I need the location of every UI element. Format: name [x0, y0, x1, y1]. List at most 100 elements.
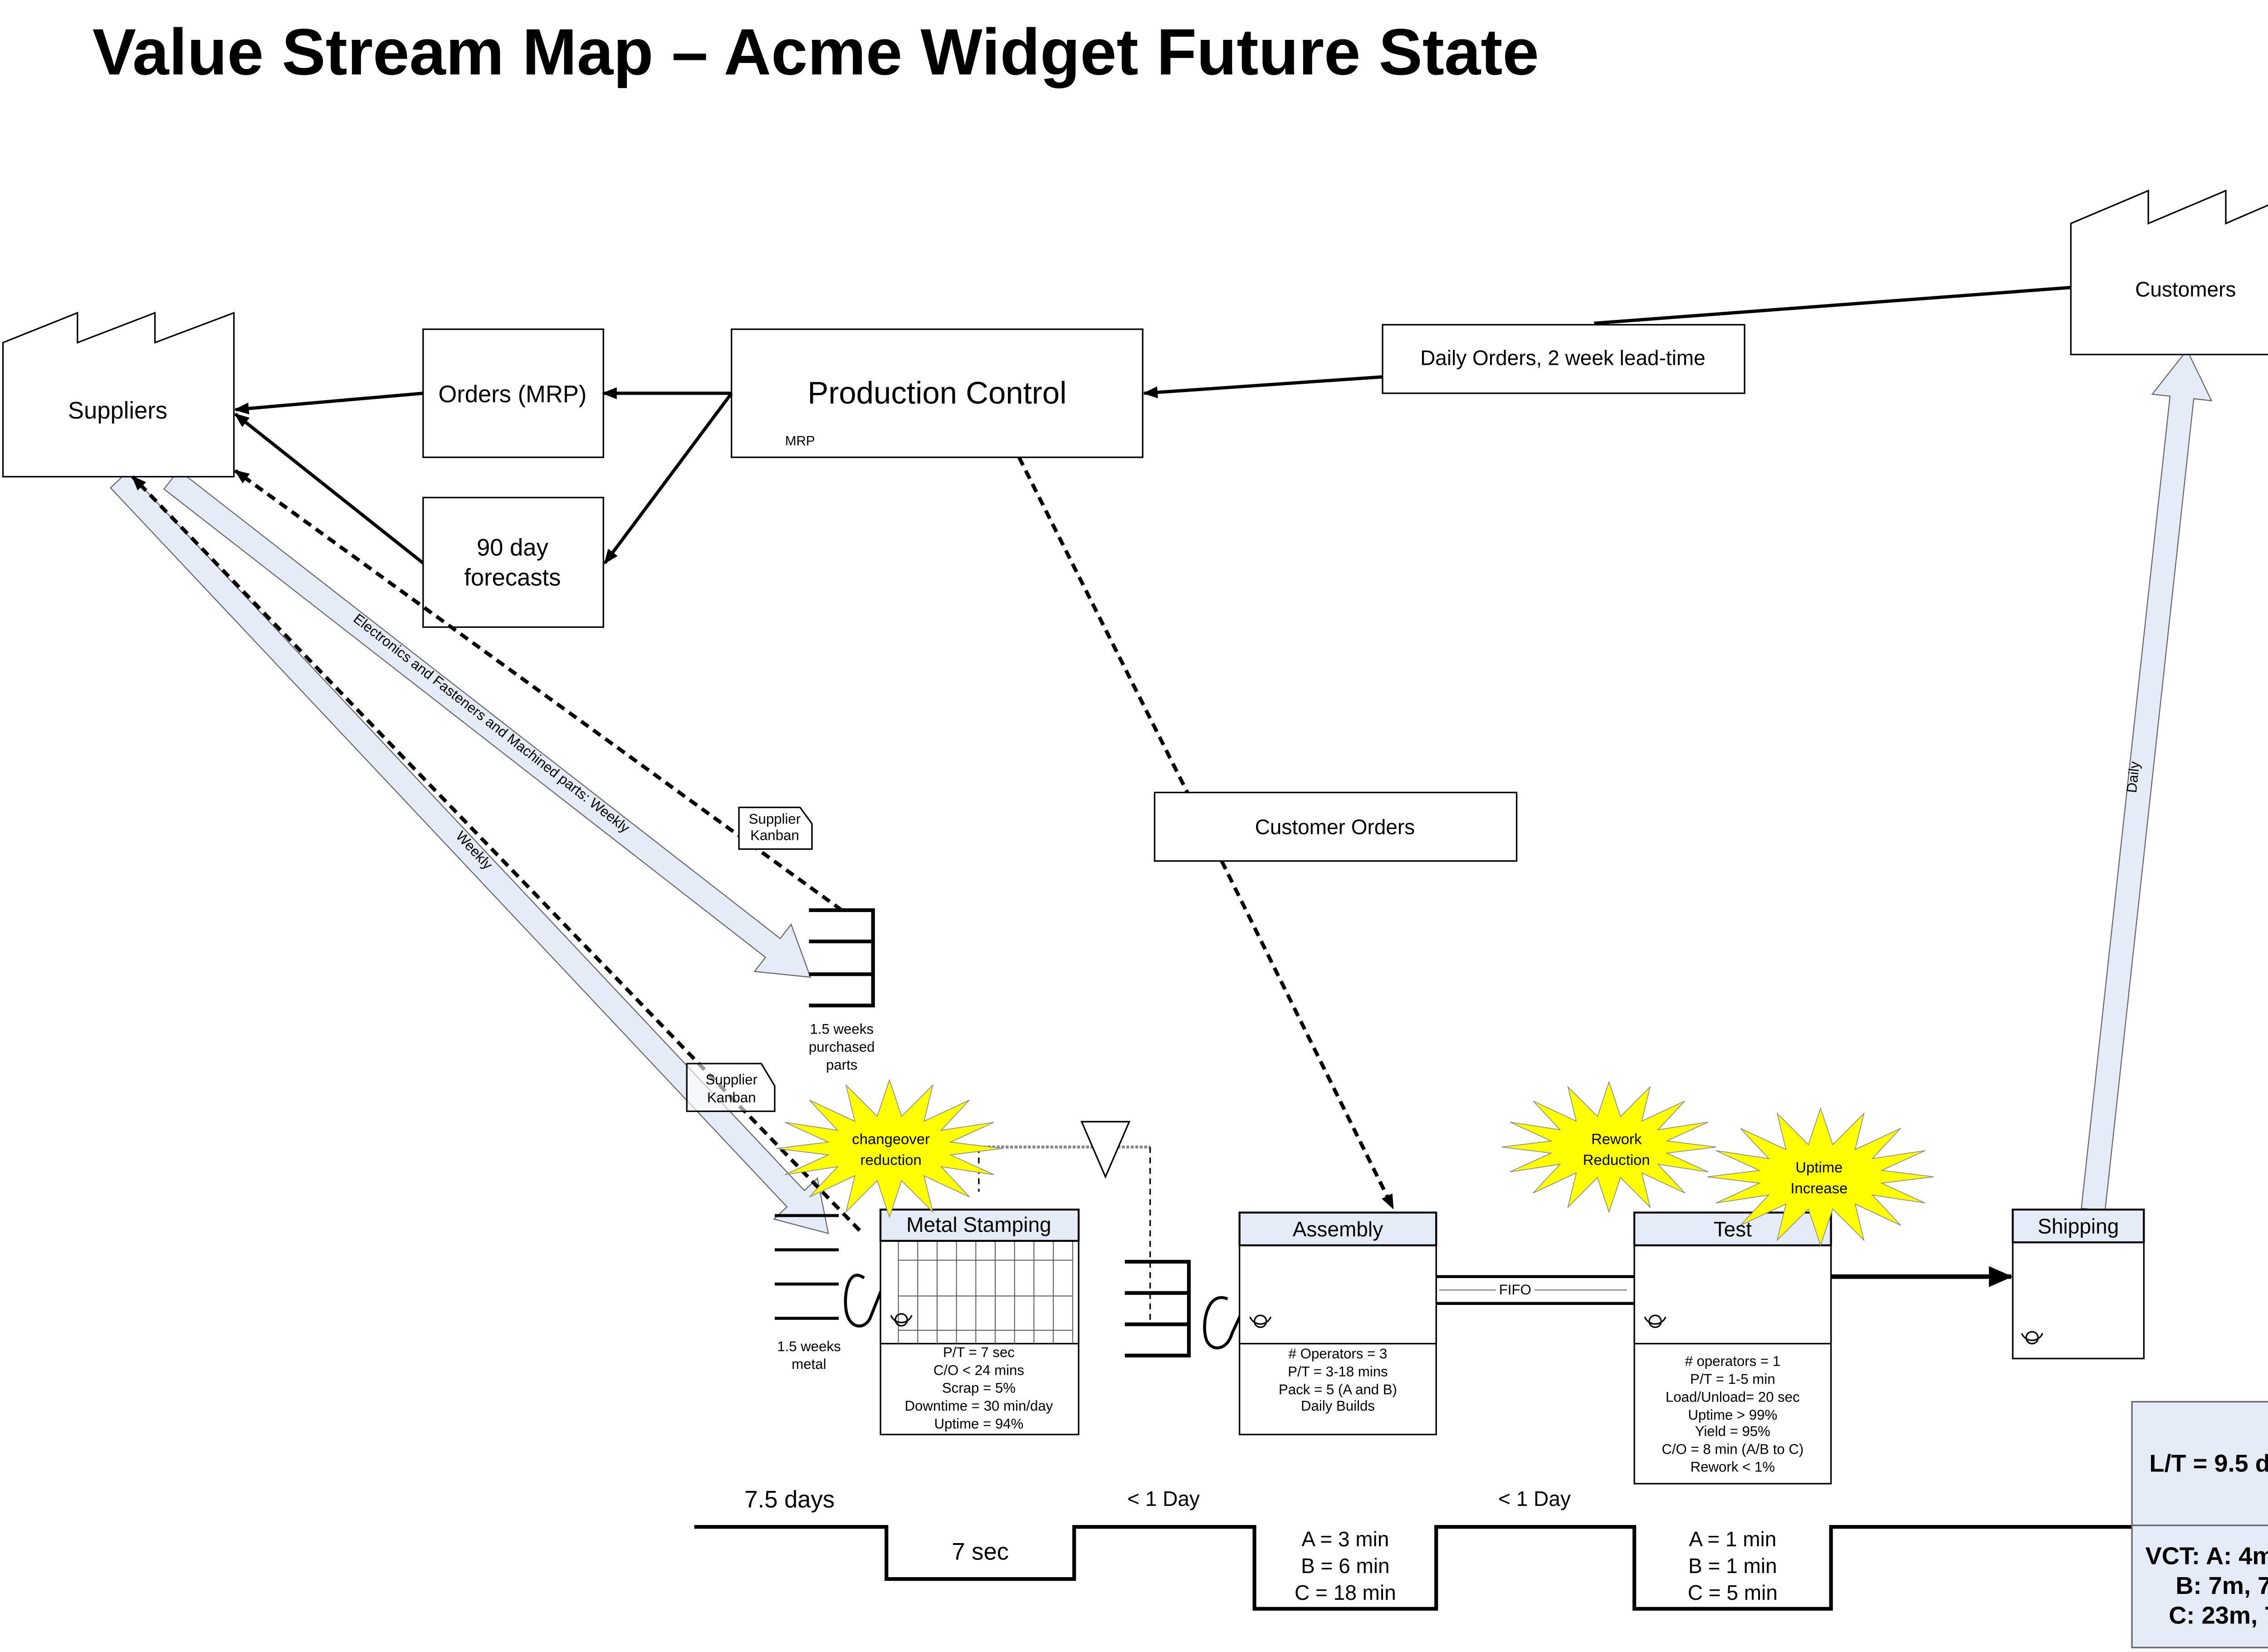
supermarket-metal	[774, 1214, 839, 1320]
kaizen-label-line: Uptime	[1795, 1159, 1843, 1176]
fifo-label: FIFO	[1499, 1282, 1531, 1298]
kanban-label-line: Supplier	[705, 1072, 757, 1088]
process-data-line: C/O = 8 min (A/B to C)	[1662, 1441, 1804, 1457]
timeline-ladder	[694, 1525, 2138, 1611]
process-data-line: P/T = 3-18 mins	[1288, 1364, 1388, 1380]
process-data-line: P/T = 1-5 min	[1690, 1371, 1775, 1387]
info-arrow-forecasts-to-suppliers	[234, 412, 425, 564]
shipment-label-customers: Daily	[2124, 760, 2143, 794]
production-control-box[interactable]: Production Control MRP	[731, 328, 1144, 458]
customer-orders-box[interactable]: Customer Orders	[1154, 791, 1518, 862]
kaizen-burst-changeover[interactable]	[776, 1078, 1003, 1218]
customer-orders-label: Customer Orders	[1255, 815, 1415, 839]
process-data-line: Downtime = 30 min/day	[904, 1398, 1053, 1414]
kaizen-label-line: Rework	[1591, 1130, 1642, 1147]
process-data-line: Uptime > 99%	[1688, 1407, 1777, 1423]
orders-mrp-label: Orders (MRP)	[438, 381, 587, 407]
supermarket-purchased-parts	[809, 908, 875, 1008]
supermarket-assembly	[1124, 1260, 1191, 1358]
kanban-label-line: Kanban	[707, 1090, 756, 1106]
process-shipping[interactable]: Shipping	[2012, 1208, 2145, 1359]
customers-factory[interactable]: Customers	[2070, 189, 2268, 356]
process-test[interactable]: # operators = 1 P/T = 1-5 min Load/Unloa…	[1633, 1211, 1832, 1485]
inventory-label-line: 1.5 weeks	[777, 1338, 841, 1354]
timeline-wait-label: < 1 Day	[1127, 1487, 1200, 1510]
process-data-line: Pack = 5 (A and B)	[1279, 1382, 1397, 1397]
kaizen-burst-uptime[interactable]	[1707, 1107, 1934, 1247]
factory-icon	[2070, 189, 2268, 356]
kaizen-burst-rework[interactable]	[1501, 1080, 1716, 1214]
operator-head	[894, 1313, 908, 1327]
daily-orders-label: Daily Orders, 2 week lead-time	[1420, 346, 1706, 369]
timeline-wait-label: < 1 Day	[1498, 1487, 1571, 1510]
vct-line: VCT: A: 4m, 7s	[2146, 1542, 2268, 1569]
kanban-post-icon	[1080, 1121, 1131, 1179]
supplier-kanban-card[interactable]: Supplier Kanban	[686, 1063, 776, 1112]
dashed-arrow-to-assembly	[1220, 860, 1395, 1210]
pull-circle-icon	[1203, 1296, 1244, 1349]
timeline-process-label: C = 18 min	[1295, 1581, 1396, 1604]
operator-icon	[1249, 1314, 1272, 1328]
process-assembly[interactable]: Assembly # Operators = 3 P/T = 3-18 mins…	[1238, 1211, 1437, 1436]
process-data-line: # operators = 1	[1685, 1353, 1780, 1369]
process-title: Metal Stamping	[906, 1213, 1051, 1236]
operator-icon	[2021, 1331, 2043, 1345]
customers-label: Customers	[2135, 277, 2236, 301]
operator-icon	[890, 1313, 913, 1327]
inventory-label-line: parts	[826, 1057, 857, 1073]
suppliers-label: Suppliers	[68, 397, 167, 424]
fifo-lane: FIFO	[1436, 1275, 1635, 1305]
shipment-arrow-electronics	[163, 469, 811, 978]
operator-head	[1253, 1314, 1267, 1328]
kaizen-label-line: Reduction	[1583, 1151, 1650, 1168]
summary-box: L/T = 9.5 days VCT: A: 4m, 7s B: 7m, 7s …	[2131, 1401, 2268, 1648]
forecasts-box[interactable]: 90 day forecasts	[422, 496, 604, 628]
lead-time-label: L/T = 9.5 days	[2149, 1450, 2268, 1477]
shipment-label-electronics: Electronics and Fasteners and Machined p…	[351, 611, 633, 836]
vct-line: B: 7m, 7s	[2175, 1572, 2268, 1599]
factory-icon	[2, 312, 235, 478]
inventory-label-line: purchased	[809, 1039, 875, 1055]
info-line-customers-to-daily-orders	[1594, 286, 2071, 325]
grid-icon	[898, 1240, 1073, 1344]
process-data-line: Rework < 1%	[1691, 1459, 1775, 1475]
timeline-process-label: A = 1 min	[1689, 1527, 1776, 1551]
kaizen-label-line: changeover	[852, 1130, 930, 1147]
daily-orders-box[interactable]: Daily Orders, 2 week lead-time	[1382, 324, 1745, 394]
kanban-label-line: Kanban	[750, 828, 799, 843]
process-data-line: Daily Builds	[1301, 1398, 1375, 1414]
shipment-arrow-customers	[2081, 349, 2213, 1212]
process-data-line: Yield = 95%	[1695, 1423, 1770, 1439]
process-metal-stamping[interactable]: Metal Stamping P/T = 7 sec C/O < 24 mins…	[879, 1208, 1080, 1436]
kaizen-label-line: Increase	[1790, 1180, 1848, 1196]
process-data-line: P/T = 7 sec	[943, 1344, 1015, 1360]
supplier-kanban-card[interactable]: Supplier Kanban	[738, 806, 813, 850]
operator-body	[1644, 1316, 1667, 1325]
suppliers-factory[interactable]: Suppliers	[2, 312, 235, 478]
kanban-signal-metal	[131, 475, 861, 1232]
info-arrow-pc-to-forecasts	[603, 392, 733, 564]
timeline-process-label: B = 1 min	[1688, 1554, 1777, 1578]
process-data-line: Load/Unload= 20 sec	[1666, 1389, 1800, 1405]
mrp-label: MRP	[785, 434, 815, 449]
info-arrow-orders-to-suppliers	[234, 392, 424, 415]
kaizen-label-line: reduction	[860, 1151, 922, 1168]
dashed-line-pc-to-customer-orders	[1017, 456, 1189, 794]
inventory-label-line: 1.5 weeks	[810, 1021, 873, 1037]
pull-circle-icon	[844, 1274, 884, 1328]
operator-icon	[1644, 1314, 1667, 1328]
process-title: Assembly	[1293, 1217, 1383, 1241]
orders-mrp-box[interactable]: Orders (MRP)	[422, 328, 604, 458]
process-data-line: Uptime = 94%	[934, 1416, 1023, 1432]
timeline-wait-label: 7.5 days	[744, 1486, 835, 1513]
page-title: Value Stream Map – Acme Widget Future St…	[93, 15, 1539, 88]
process-title: Shipping	[2038, 1214, 2119, 1238]
forecasts-label-line: forecasts	[464, 564, 561, 591]
production-control-label: Production Control	[807, 376, 1066, 411]
vct-line: C: 23m, 7s	[2169, 1602, 2268, 1629]
process-title: Test	[1714, 1217, 1752, 1241]
info-arrow-daily-orders-to-pc	[1143, 375, 1383, 398]
kanban-label-line: Supplier	[749, 811, 801, 827]
timeline-process-label: B = 6 min	[1301, 1554, 1390, 1578]
